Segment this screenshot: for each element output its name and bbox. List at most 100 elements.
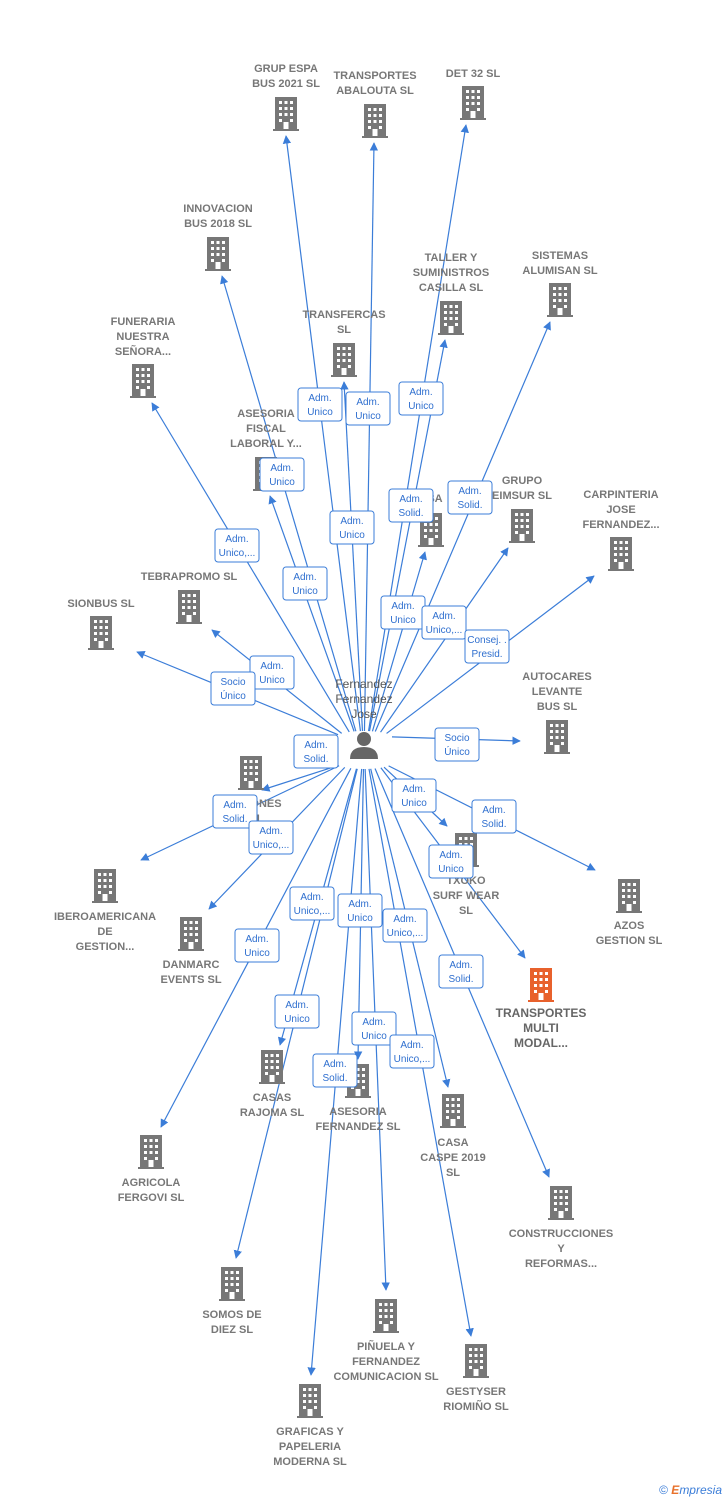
company-label: SUMINISTROS (413, 267, 489, 279)
role-badge[interactable]: Adm.Unico (337, 893, 383, 928)
role-badge-text: Adm. (391, 601, 414, 612)
company-label: INNOVACION (183, 203, 253, 215)
role-badge[interactable]: Adm.Unico (234, 928, 280, 963)
role-badge[interactable]: Adm.Unico (391, 778, 437, 813)
role-badge-text: Unico,... (394, 1054, 431, 1065)
company-label: PIÑUELA Y (357, 1340, 416, 1353)
role-badge-box (274, 994, 320, 1029)
role-badge[interactable]: Adm.Unico (351, 1011, 397, 1046)
role-badge[interactable]: Adm.Unico (259, 457, 305, 492)
role-badge[interactable]: Adm.Unico,... (289, 886, 335, 921)
company-label: RIOMIÑO SL (443, 1400, 509, 1413)
role-badge[interactable]: Adm.Unico,... (389, 1034, 435, 1069)
role-badge-box (329, 510, 375, 545)
role-badge[interactable]: Adm.Solid. (293, 734, 339, 769)
role-badge-text: Adm. (393, 914, 416, 925)
company-node-funeraria-nuestra[interactable]: FUNERARIANUESTRASEÑORA... (111, 316, 176, 398)
company-label: RAJOMA SL (240, 1107, 305, 1119)
role-badge-text: Adm. (304, 740, 327, 751)
building-icon (373, 1299, 399, 1333)
person-label: Fernandez (335, 677, 392, 691)
company-label: REFORMAS... (525, 1258, 597, 1270)
building-icon (138, 1135, 164, 1169)
company-node-construcciones-reformas[interactable]: CONSTRUCCIONESYREFORMAS... (509, 1186, 614, 1270)
role-badge-text: Adm. (270, 463, 293, 474)
role-badge[interactable]: Consej. .Presid. (464, 629, 510, 664)
role-badge[interactable]: Adm.Unico (249, 655, 295, 690)
role-badge-text: Solid. (222, 814, 247, 825)
role-badge-text: Adm. (293, 572, 316, 583)
role-badge-text: Solid. (398, 508, 423, 519)
role-badge[interactable]: Adm. Solid. (388, 488, 434, 523)
company-label: TRANSFERCAS (302, 309, 385, 321)
role-badge[interactable]: Adm.Solid. (212, 794, 258, 829)
role-badge[interactable]: Adm.Solid. (447, 480, 493, 515)
company-node-iberoamericana[interactable]: IBEROAMERICANADEGESTION... (54, 869, 156, 953)
role-badge[interactable]: Adm.Unico,... (214, 528, 260, 563)
company-node-tebrapromo[interactable]: TEBRAPROMO SL (141, 571, 238, 624)
role-badge[interactable]: Adm.Unico (398, 381, 444, 416)
role-badge[interactable]: Adm.Unico (345, 391, 391, 426)
role-badge-text: Adm. (399, 494, 422, 505)
company-label: FERGOVI SL (118, 1192, 185, 1204)
role-badge[interactable]: Adm.Unico,... (248, 820, 294, 855)
role-badge-box (289, 886, 335, 921)
company-label: FUNERARIA (111, 316, 176, 328)
company-node-transportes-multi[interactable]: TRANSPORTESMULTIMODAL... (496, 968, 587, 1050)
company-node-det-32[interactable]: DET 32 SL (446, 68, 501, 120)
role-badge-text: Adm. (323, 1059, 346, 1070)
company-node-carpinteria-jose[interactable]: CARPINTERIAJOSEFERNANDEZ... (583, 489, 660, 571)
role-badge-box (248, 820, 294, 855)
role-badge[interactable]: Adm.Unico,... (421, 605, 467, 640)
company-node-sionbus[interactable]: SIONBUS SL (67, 598, 135, 650)
role-badge-text: Adm. (260, 661, 283, 672)
building-icon (608, 537, 634, 571)
role-badge[interactable]: Adm.Unico (297, 387, 343, 422)
role-badge[interactable]: Adm.Unico (428, 844, 474, 879)
role-badge-box (438, 954, 484, 989)
company-label: DIEZ SL (211, 1324, 253, 1336)
role-badge-text: Socio (444, 733, 469, 744)
footer-brand[interactable]: © Empresia (659, 1483, 722, 1497)
role-badge[interactable]: Adm.Unico (274, 994, 320, 1029)
role-badge[interactable]: Adm.Solid. (312, 1053, 358, 1088)
role-badge[interactable]: Adm.Unico (282, 566, 328, 601)
building-icon (259, 1050, 285, 1084)
role-badge[interactable]: Adm.Unico (380, 595, 426, 630)
role-badge[interactable]: Adm.Solid. (438, 954, 484, 989)
role-badge-text: Unico (401, 798, 427, 809)
role-badge[interactable]: Adm.Solid. (471, 799, 517, 834)
company-label: GRUP ESPA (254, 63, 318, 75)
edge-casa-hidden (371, 551, 427, 732)
role-badge-text: Solid. (481, 819, 506, 830)
role-badge[interactable]: Adm.Unico,... (382, 908, 428, 943)
role-badge[interactable]: Adm.Unico (329, 510, 375, 545)
company-label: LABORAL Y... (230, 438, 302, 450)
building-icon (528, 968, 554, 1002)
company-label: CASA (437, 1137, 468, 1149)
